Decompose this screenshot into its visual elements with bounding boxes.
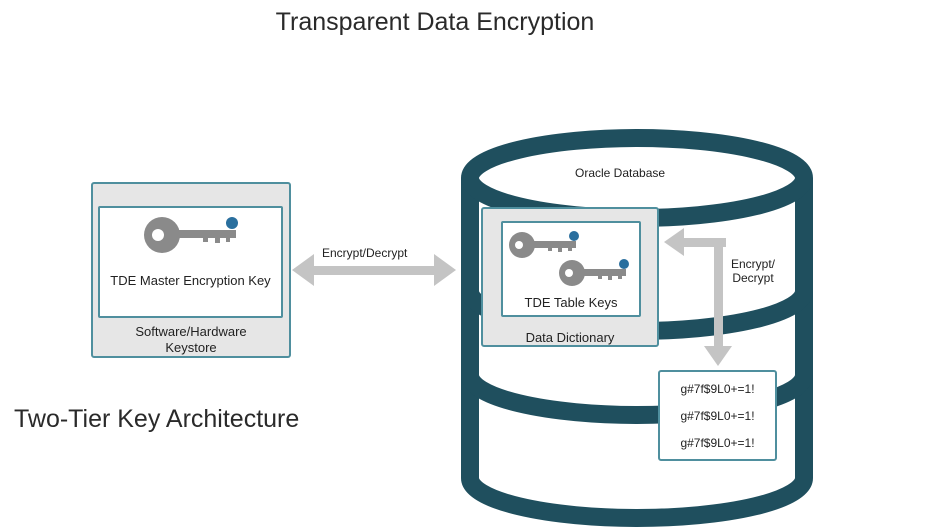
master-key-label: TDE Master Encryption Key (110, 273, 271, 288)
double-arrow-icon (292, 254, 456, 286)
side-label-line1: Encrypt/ (730, 257, 775, 271)
encrypted-row: g#7f$9L0+=1! (680, 436, 755, 450)
encrypted-row: g#7f$9L0+=1! (680, 409, 755, 423)
data-dictionary-label: Data Dictionary (525, 330, 615, 345)
table-keys-label: TDE Table Keys (524, 295, 618, 310)
side-label-line2: Decrypt (732, 271, 774, 285)
elbow-arrow-icon (664, 228, 732, 366)
subtitle: Two-Tier Key Architecture (14, 405, 300, 433)
key-icon (559, 259, 629, 286)
encrypted-data-box: g#7f$9L0+=1! g#7f$9L0+=1! g#7f$9L0+=1! (658, 370, 777, 461)
keystore-label-line1: Software/Hardware (135, 324, 247, 339)
keystore-label-line2: Keystore (165, 340, 217, 355)
master-key-panel (98, 206, 283, 318)
encrypted-row: g#7f$9L0+=1! (680, 382, 755, 396)
database-label: Oracle Database (575, 166, 666, 180)
page-title: Transparent Data Encryption (275, 8, 595, 36)
key-icon (144, 217, 238, 253)
link-label: Encrypt/Decrypt (322, 246, 408, 260)
key-icon (509, 231, 579, 258)
